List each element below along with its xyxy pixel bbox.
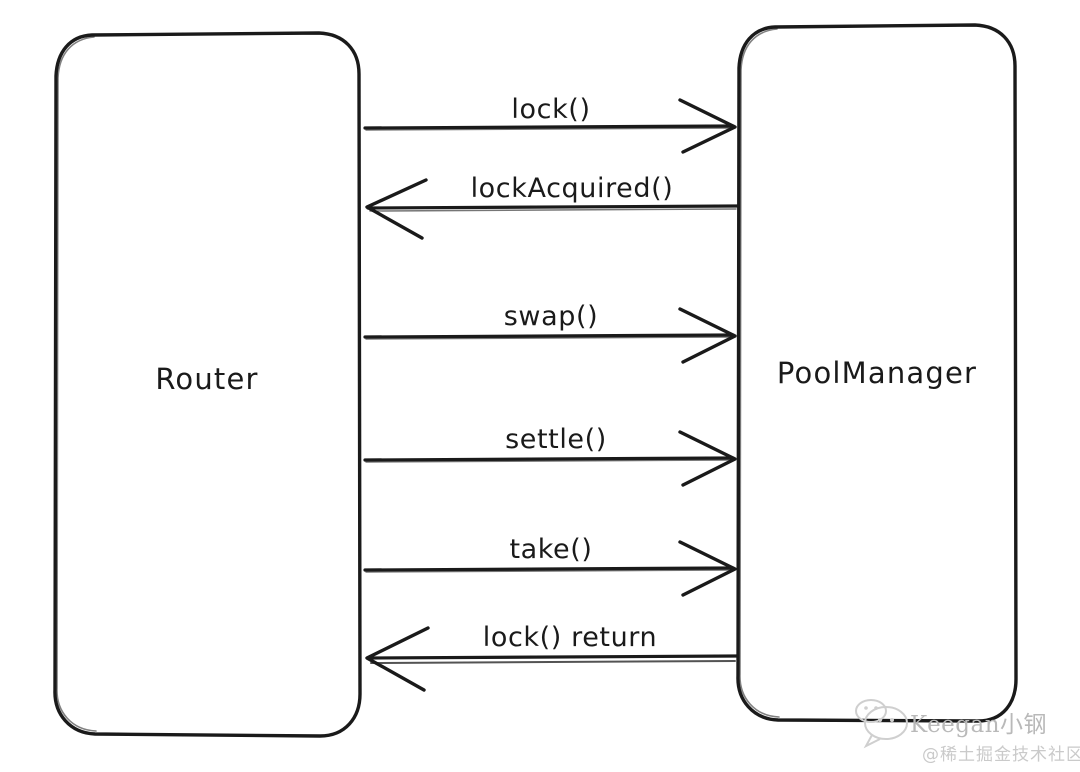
message-arrow-lock[interactable]: lock() [363, 94, 737, 154]
message-line-lock [363, 124, 735, 130]
message-line-lock-return-overdraw [370, 660, 736, 664]
message-line-lockacquired [366, 204, 739, 210]
arrowhead-settle [678, 430, 737, 487]
message-line-swap-overdraw [365, 336, 732, 340]
participant-label-router: Router [155, 362, 258, 396]
message-line-settle [363, 456, 735, 462]
router-box-outline [53, 31, 362, 738]
watermark: Keegan小钢 @稀土掘金技术社区 [855, 699, 1080, 765]
message-arrow-take[interactable]: take() [363, 534, 737, 597]
message-label-settle: settle() [505, 424, 607, 455]
message-line-lock-return [366, 654, 739, 660]
arrowhead-lock [678, 98, 737, 154]
watermark-community: @稀土掘金技术社区 [922, 745, 1080, 765]
message-label-lock-return: lock() return [483, 622, 658, 653]
message-line-lockacquired-overdraw [369, 208, 737, 212]
participant-box-poolmanager[interactable]: PoolManager [736, 23, 1018, 723]
participant-label-poolmanager: PoolManager [777, 356, 977, 390]
message-line-swap [363, 333, 735, 339]
participant-box-router[interactable]: Router [53, 31, 362, 738]
message-label-take: take() [509, 534, 592, 565]
arrowhead-lockacquired [365, 178, 428, 240]
message-arrow-swap[interactable]: swap() [363, 301, 737, 364]
message-line-settle-overdraw [365, 459, 732, 463]
arrowhead-swap [678, 307, 737, 364]
arrowhead-take [678, 540, 737, 597]
message-label-lock: lock() [511, 94, 590, 125]
message-label-lockacquired: lockAcquired() [471, 173, 674, 204]
message-arrow-lockacquired[interactable]: lockAcquired() [365, 173, 739, 240]
message-line-lock-overdraw [365, 127, 732, 131]
router-box-sketch-overdraw [56, 36, 97, 732]
poolmanager-box-outline [736, 23, 1018, 723]
chat-bubble-icon [855, 699, 908, 749]
poolmanager-box-sketch-overdraw [739, 28, 780, 718]
message-arrow-lock-return[interactable]: lock() return [365, 622, 739, 692]
message-arrow-settle[interactable]: settle() [363, 424, 737, 487]
watermark-author: Keegan小钢 [910, 712, 1047, 738]
message-line-take [363, 566, 735, 572]
message-line-take-overdraw [365, 569, 732, 573]
arrowhead-lock-return [365, 626, 430, 692]
message-label-swap: swap() [504, 301, 599, 332]
